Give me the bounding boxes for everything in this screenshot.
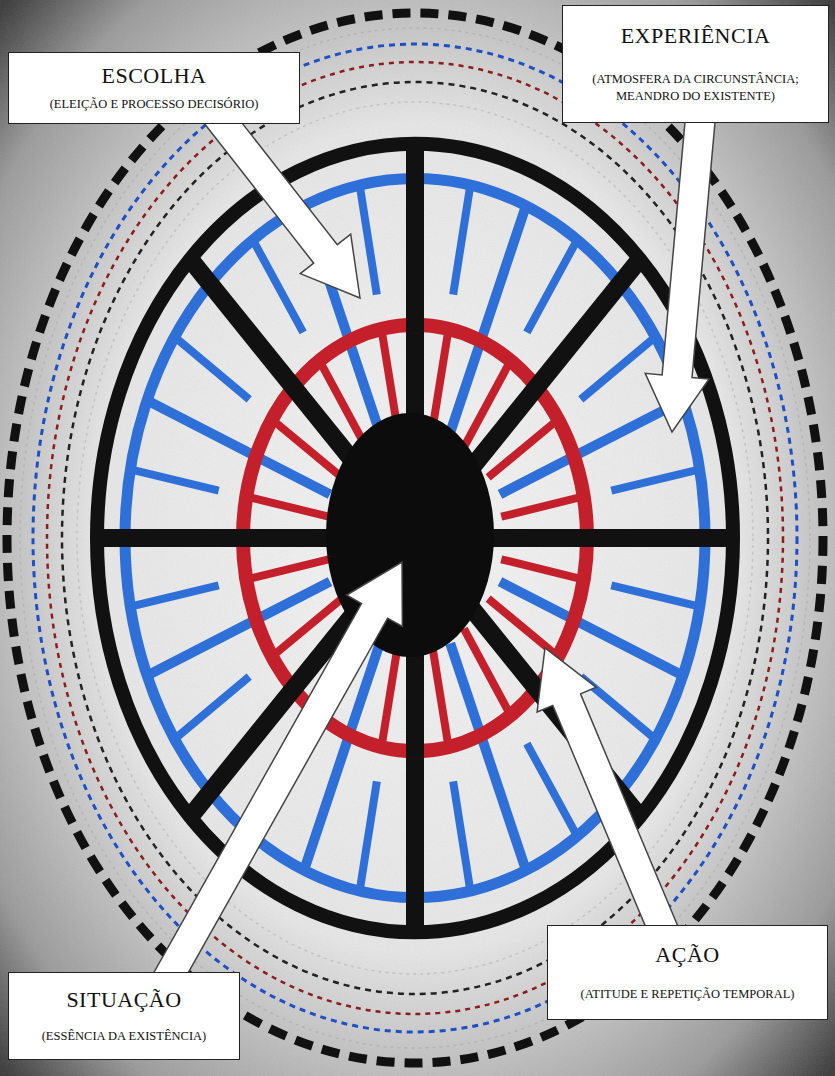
blue-spoke — [611, 585, 699, 606]
callout-subtitle: (ATITUDE E REPETIÇÃO TEMPORAL) — [581, 986, 795, 1003]
callout-subtitle: (ESSÊNCIA DA EXISTÊNCIA) — [42, 1028, 207, 1045]
callout-box: AÇÃO (ATITUDE E REPETIÇÃO TEMPORAL) — [547, 925, 828, 1020]
black-dashed-ring — [62, 82, 768, 994]
callout-title: AÇÃO — [655, 942, 719, 967]
blue-spoke — [611, 469, 699, 490]
blue-dashed-ring — [33, 44, 797, 1032]
blue-spoke — [527, 240, 577, 333]
blue-spoke — [360, 781, 377, 891]
red-spoke — [246, 496, 328, 516]
callout-box: EXPERIÊNCIA (ATMOSFERA DA CIRCUNSTÂNCIA; … — [562, 5, 829, 123]
red-spoke — [246, 559, 328, 579]
blue-spoke — [453, 781, 470, 891]
callout-arrow — [137, 562, 403, 1017]
red-spoke — [432, 645, 448, 747]
callout-title: ESCOLHA — [102, 63, 207, 88]
blue-spoke — [253, 240, 303, 333]
red-dashed-ring — [47, 62, 783, 1014]
faint-dotted-ring — [77, 102, 753, 974]
callout-arrows — [137, 91, 717, 1018]
blue-spoke — [360, 185, 377, 295]
callout-arrow — [645, 99, 717, 432]
callout-box: ESCOLHA (ELEIÇÃO E PROCESSO DECISÓRIO) — [8, 52, 300, 124]
blue-spoke — [175, 337, 250, 399]
blue-spoke — [175, 677, 250, 739]
blue-spoke — [453, 185, 470, 295]
black-outer-ring — [97, 144, 733, 933]
blue-spoke — [130, 469, 218, 490]
callout-subtitle: (ELEIÇÃO E PROCESSO DECISÓRIO) — [50, 96, 259, 113]
blue-spoke — [130, 585, 218, 606]
red-spoke — [381, 645, 397, 747]
callout-title: SITUAÇÃO — [66, 987, 181, 1012]
callout-subtitle: (ATMOSFERA DA CIRCUNSTÂNCIA; MEANDRO DO … — [571, 71, 820, 105]
red-spoke — [432, 329, 448, 431]
callout-box: SITUAÇÃO (ESSÊNCIA DA EXISTÊNCIA) — [8, 972, 240, 1060]
callout-title: EXPERIÊNCIA — [621, 23, 771, 48]
red-spoke — [501, 559, 583, 579]
faint-dotted-ring — [20, 28, 810, 1048]
wheel — [7, 13, 823, 1063]
outer-dashed-ring — [7, 13, 823, 1063]
blue-spoke — [527, 744, 577, 837]
red-spoke — [501, 496, 583, 516]
blue-spoke — [581, 337, 656, 399]
